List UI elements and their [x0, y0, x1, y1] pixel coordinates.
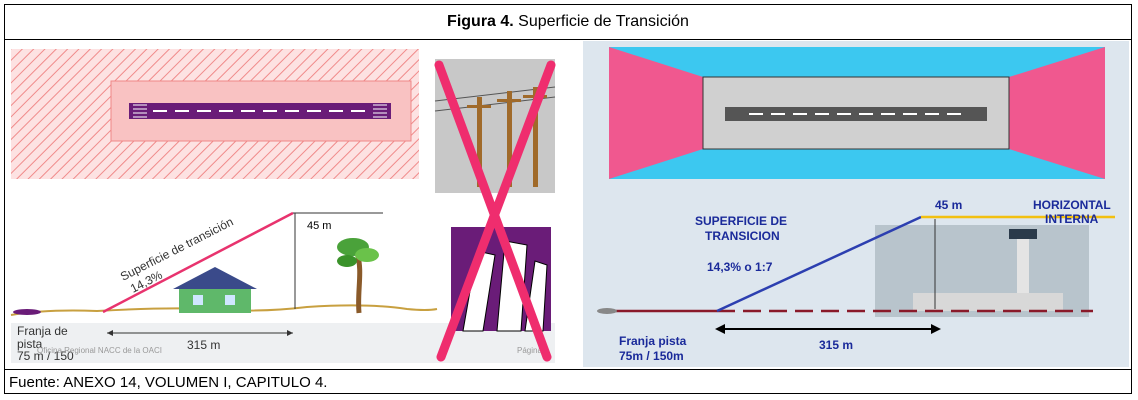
distance-label-right: 315 m	[819, 338, 853, 352]
left-diagram: 45 m Superficie de transición 14,3%	[7, 41, 559, 367]
arrow-right-icon	[931, 324, 941, 334]
strip-label-line1: Franja de	[17, 324, 68, 338]
surface-label-line1: SUPERFICIE DE	[695, 214, 787, 228]
runway-plan-right	[725, 107, 987, 121]
strip-label-right-line1: Franja pista	[619, 334, 687, 348]
tree-illustration	[337, 238, 379, 314]
right-diagram-svg: 45 m HORIZONTAL INTERNA SUPERFICIE DE TR…	[583, 41, 1129, 367]
runway-plan	[129, 103, 391, 119]
arrow-right-icon	[287, 330, 293, 336]
transition-surface-line	[102, 211, 294, 314]
airport-photo	[875, 225, 1089, 317]
transition-surface-line-right	[716, 215, 922, 313]
figure-source: Fuente: ANEXO 14, VOLUMEN I, CAPITULO 4.	[5, 369, 1131, 395]
horizontal-label-line2: INTERNA	[1045, 212, 1099, 226]
footer-page-text: Página 2	[517, 346, 549, 355]
figure-title-number: Figura 4.	[447, 13, 514, 30]
footer-org-text: Oficina Regional NACC de la OACI	[37, 346, 162, 355]
height-label: 45 m	[307, 220, 331, 232]
runway-profile	[13, 309, 41, 315]
figure-title: Figura 4. Superficie de Transición	[5, 5, 1131, 40]
runway-threshold-marks	[133, 104, 387, 118]
strip-label-line3: 75 m / 150	[17, 349, 74, 363]
slope-label-right: 14,3% o 1:7	[707, 260, 773, 274]
approach-area-left	[609, 47, 703, 179]
surface-label-line2: TRANSICION	[705, 229, 780, 243]
figure-title-text: Superficie de Transición	[513, 13, 689, 30]
arrow-left-icon	[715, 324, 725, 334]
figure-frame: Figura 4. Superficie de Transición	[4, 4, 1132, 394]
strip-label-right-line2: 75m / 150m	[619, 349, 684, 363]
horizontal-label-line1: HORIZONTAL	[1033, 198, 1111, 212]
power-lines-photo	[434, 59, 556, 193]
distance-label: 315 m	[187, 338, 220, 352]
arrow-left-icon	[107, 330, 113, 336]
approach-area-right	[1009, 47, 1105, 179]
runway-profile-end	[597, 308, 617, 314]
left-diagram-svg: 45 m Superficie de transición 14,3%	[10, 49, 556, 363]
strip-label-line2: pista	[17, 337, 43, 351]
height-label-right: 45 m	[935, 198, 962, 212]
house-illustration	[173, 267, 257, 313]
right-diagram: 45 m HORIZONTAL INTERNA SUPERFICIE DE TR…	[583, 41, 1129, 367]
prohibited-cross-icon	[434, 60, 556, 362]
